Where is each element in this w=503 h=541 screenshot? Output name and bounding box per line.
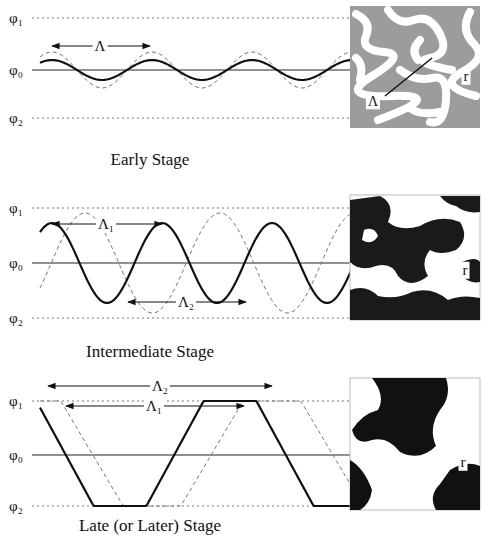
stage-caption: Intermediate Stage	[84, 343, 216, 362]
axis-label: φ₀	[7, 255, 25, 272]
stage-caption: Late (or Later) Stage	[77, 517, 223, 536]
axis-label: φ₂	[7, 310, 25, 327]
axis-label: φ₁	[7, 200, 25, 217]
axis-label: φ₂	[7, 498, 25, 515]
axis-label: φ₀	[7, 62, 25, 79]
axis-label: φ₀	[7, 447, 25, 464]
late-microstructure	[350, 378, 480, 510]
axis-label: φ₁	[7, 393, 25, 410]
axis-label: r	[461, 262, 470, 279]
intermediate-microstructure	[350, 195, 480, 320]
wavelength-arrows	[48, 46, 272, 406]
axis-label: r	[462, 68, 471, 85]
axis-label: Λ₂	[176, 294, 196, 311]
axis-label: φ₂	[7, 110, 25, 127]
axis-label: r	[459, 454, 468, 471]
axis-label: φ₁	[7, 10, 25, 27]
axis-label: Λ₁	[144, 398, 164, 415]
axis-label: Λ	[93, 38, 108, 55]
stage-caption: Early Stage	[109, 151, 192, 170]
axis-label: Λ₁	[96, 216, 116, 233]
axis-label: Λ₂	[150, 378, 170, 395]
early-microstructure	[350, 6, 480, 128]
axis-label: Λ	[366, 94, 380, 109]
